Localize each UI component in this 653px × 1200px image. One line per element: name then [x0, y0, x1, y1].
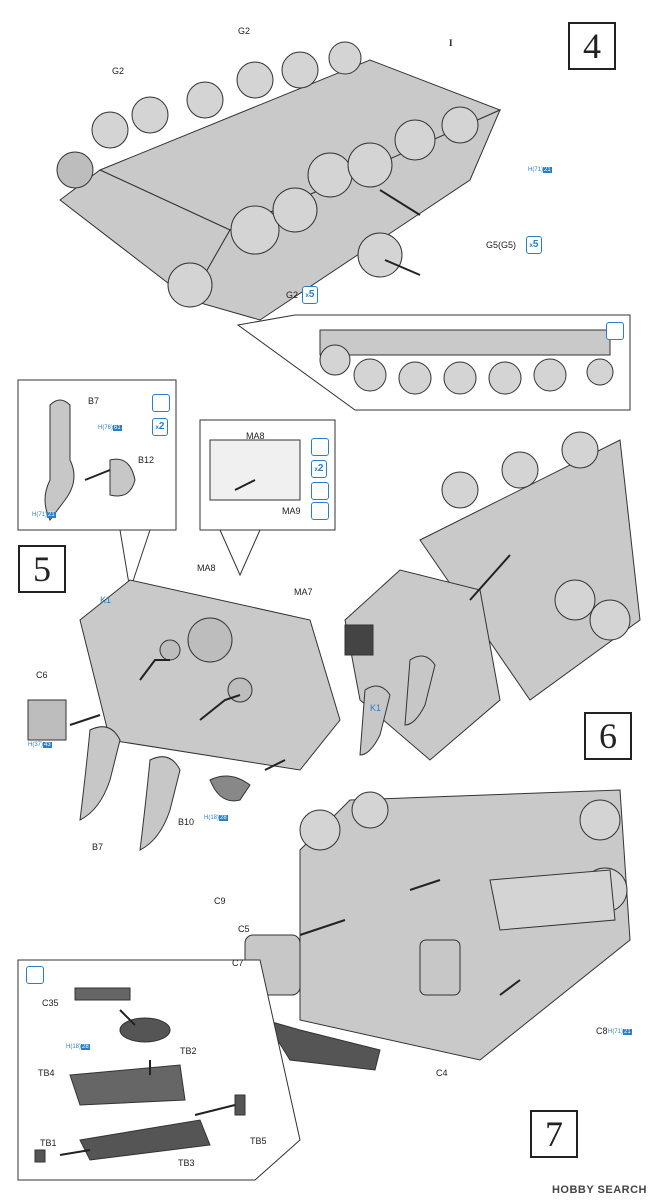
- label-c4: C4: [436, 1068, 448, 1078]
- label-b10: B10: [178, 817, 195, 827]
- label-k1-a: K1: [100, 595, 112, 605]
- step4-hull: [59, 59, 502, 321]
- label-c9: C9: [214, 896, 226, 906]
- label-ma8-inset: MA8: [246, 431, 265, 441]
- paint-brush-icon: [606, 322, 624, 340]
- ref-h71-a: H(71)21: [528, 167, 552, 173]
- track-inset: [236, 314, 631, 411]
- label-tb5: TB5: [250, 1136, 267, 1146]
- label-c8: C8: [596, 1026, 608, 1036]
- watermark: HOBBY SEARCH: [551, 1184, 647, 1196]
- label-ma7: MA7: [294, 587, 313, 597]
- label-c35: C35: [42, 998, 59, 1008]
- arrows: [59, 189, 521, 1156]
- label-g2-top: G2: [238, 26, 251, 36]
- multiplier-b: x2: [152, 418, 168, 436]
- label-g5: G5(G5): [486, 240, 517, 250]
- label-ma8: MA8: [197, 563, 216, 573]
- step-5-number: 5: [18, 545, 66, 593]
- multiplier-g2: x5: [302, 286, 318, 304]
- glue-icon: [311, 502, 329, 520]
- ref-h71-b: H(71)21: [32, 512, 56, 518]
- label-i-part: I: [449, 38, 453, 48]
- ref-h71-c: H(71)21: [608, 1029, 632, 1035]
- label-ma9: MA9: [282, 506, 301, 516]
- label-b12: B12: [138, 455, 155, 465]
- paint-brush-icon: [152, 394, 170, 412]
- step7-model: [244, 789, 631, 1071]
- label-tb3: TB3: [178, 1158, 195, 1168]
- label-tb4: TB4: [38, 1068, 55, 1078]
- label-k1-b: K1: [370, 703, 382, 713]
- label-tb2: TB2: [180, 1046, 197, 1056]
- label-g2-left: G2: [112, 66, 125, 76]
- label-tb1: TB1: [40, 1138, 57, 1148]
- multiplier-ma: x2: [311, 460, 327, 478]
- label-c7: C7: [232, 958, 244, 968]
- step6-model: [344, 431, 641, 761]
- ref-h18-b: H(18)28: [66, 1044, 90, 1050]
- paint-drop-icon: [311, 482, 329, 500]
- label-b7: B7: [92, 842, 104, 852]
- multiplier-g5: x5: [526, 236, 542, 254]
- ref-h76: H(76)61: [98, 425, 122, 431]
- paint-brush-icon: [26, 966, 44, 984]
- step-4-number: 4: [568, 22, 616, 70]
- step-7-number: 7: [530, 1110, 578, 1158]
- label-c6: C6: [36, 670, 48, 680]
- step7-inset: [17, 959, 301, 1181]
- label-g2-bottom: G2: [286, 290, 299, 300]
- label-c5: C5: [238, 924, 250, 934]
- label-b7-inset: B7: [88, 396, 100, 406]
- ref-h37: H(37)43: [28, 742, 52, 748]
- paint-brush-icon: [311, 438, 329, 456]
- ref-h18-a: H(18)28: [204, 815, 228, 821]
- step4-wheels: [56, 41, 479, 308]
- step5-plate: [27, 579, 341, 851]
- step-6-number: 6: [584, 712, 632, 760]
